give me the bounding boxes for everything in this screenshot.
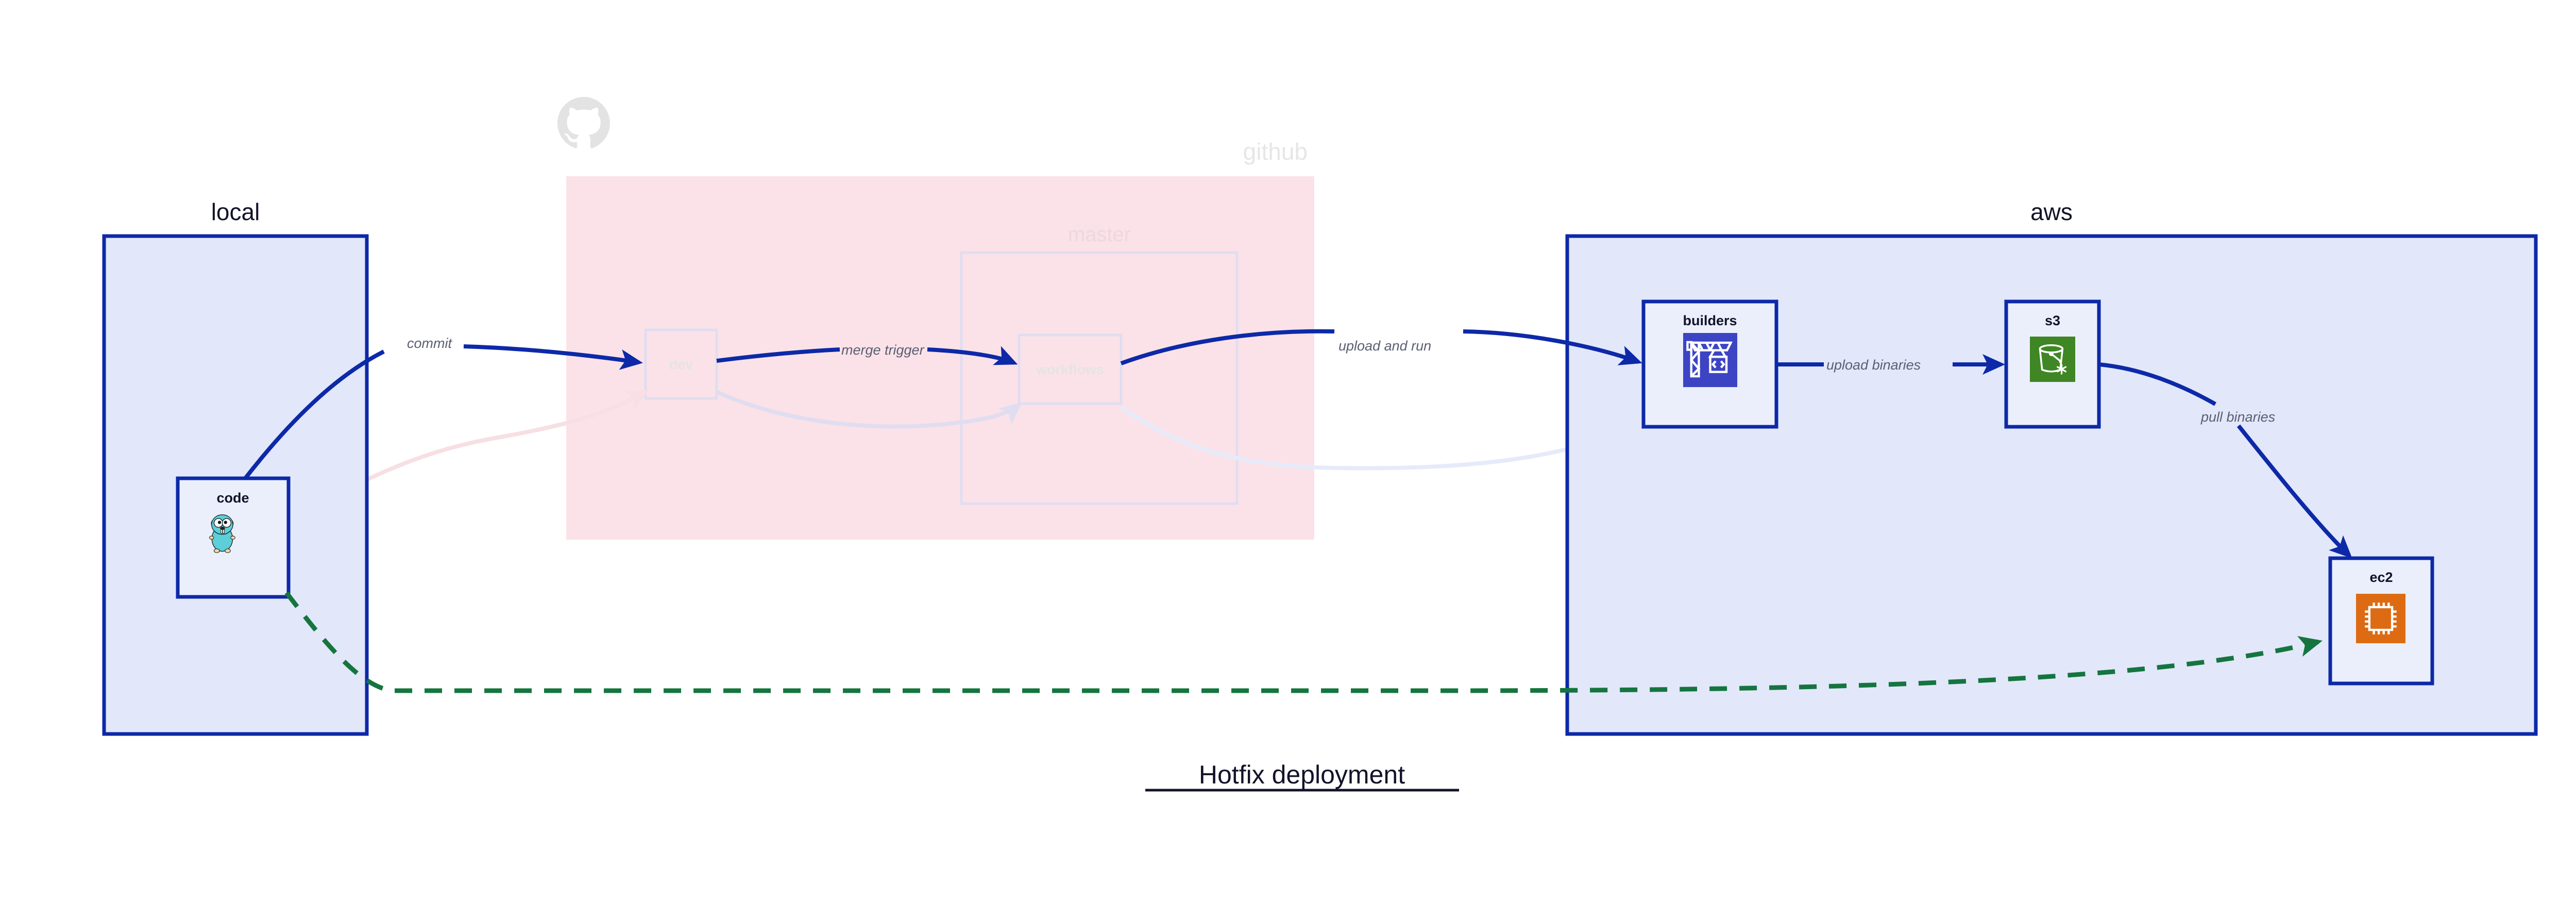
aws-ec2-chip-icon bbox=[2356, 594, 2405, 643]
master-container-rect bbox=[960, 251, 1239, 505]
edge-upload-and-run[interactable]: upload and run bbox=[1120, 329, 1642, 365]
aws-codebuild-crane-icon bbox=[1683, 333, 1737, 387]
page-title: Hotfix deployment bbox=[1145, 760, 1459, 792]
ghost-edge-dev-workflows bbox=[716, 390, 1023, 429]
group-label-github: github bbox=[1243, 138, 1308, 165]
edge-pull-binaries[interactable]: pull binaries bbox=[2098, 362, 2352, 559]
edge-label-merge-trigger: merge trigger bbox=[841, 342, 925, 358]
page-title-text: Hotfix deployment bbox=[1199, 760, 1405, 789]
subgroup-label-master: master bbox=[1068, 223, 1131, 246]
node-ec2[interactable]: ec2 bbox=[2328, 556, 2434, 686]
node-workflows[interactable]: workflows bbox=[1018, 333, 1123, 405]
edge-commit[interactable]: commit bbox=[243, 336, 643, 480]
edge-label-upload-and-run: upload and run bbox=[1338, 338, 1431, 354]
node-label-s3: s3 bbox=[2045, 313, 2060, 328]
node-builders[interactable]: builders bbox=[1641, 299, 1778, 429]
group-label-local: local bbox=[211, 198, 260, 225]
edge-label-upload-binaries: upload binaries bbox=[1826, 357, 1921, 373]
edge-hotfix-direct[interactable] bbox=[284, 591, 2323, 693]
subgroup-master[interactable]: master bbox=[960, 223, 1239, 505]
edge-upload-binaries[interactable]: upload binaries bbox=[1776, 354, 2005, 375]
group-local[interactable]: local bbox=[102, 198, 369, 736]
group-label-aws: aws bbox=[2030, 198, 2073, 225]
group-github[interactable]: github bbox=[566, 138, 1314, 540]
node-label-ec2: ec2 bbox=[2369, 570, 2393, 585]
workflows-node-rect bbox=[1018, 333, 1123, 405]
dev-node-rect bbox=[644, 328, 718, 400]
node-dev[interactable]: dev bbox=[644, 328, 718, 400]
edge-label-pull-binaries: pull binaries bbox=[2200, 409, 2275, 425]
edge-merge-trigger[interactable]: merge trigger bbox=[716, 342, 1018, 365]
node-label-code: code bbox=[216, 490, 249, 506]
aws-s3-bucket-icon bbox=[2029, 336, 2076, 383]
edge-label-commit: commit bbox=[407, 336, 452, 351]
node-label-builders: builders bbox=[1683, 313, 1737, 328]
github-container-rect bbox=[566, 176, 1314, 540]
node-code[interactable]: code bbox=[176, 476, 291, 599]
node-s3[interactable]: s3 bbox=[2004, 299, 2101, 429]
node-label-dev: dev bbox=[669, 357, 693, 372]
github-octocat-icon bbox=[557, 97, 610, 148]
node-label-workflows: workflows bbox=[1036, 362, 1104, 377]
